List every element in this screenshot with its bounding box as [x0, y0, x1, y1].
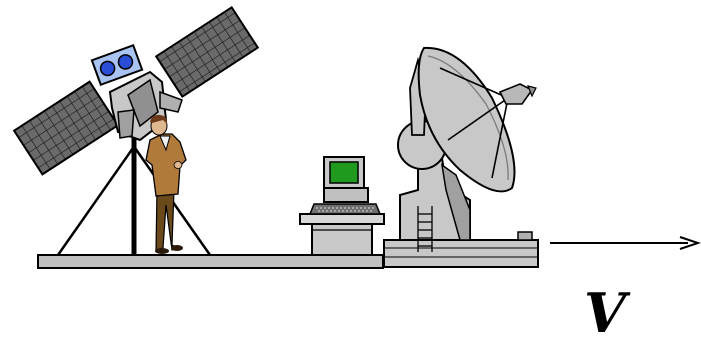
- person-icon: [146, 115, 186, 254]
- solar-panel-right: [156, 7, 258, 96]
- arrow-right-icon: [550, 237, 698, 249]
- computer-terminal-icon: [300, 157, 384, 255]
- solar-panel-left: [14, 82, 118, 175]
- satellite-dish-antenna-icon: [384, 48, 538, 267]
- platform: [38, 255, 383, 268]
- velocity-label: V: [584, 286, 626, 340]
